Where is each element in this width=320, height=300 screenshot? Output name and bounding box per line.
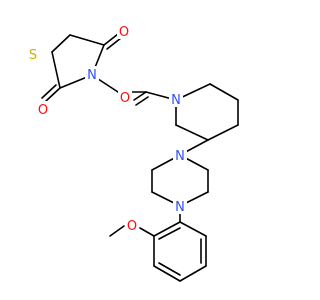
bond-o-me: [109, 225, 125, 237]
bond-ar-4i: [158, 262, 181, 276]
bond-ar-6: [153, 221, 181, 237]
bond-c4-o-a: [103, 33, 119, 46]
bond-pip-4: [207, 124, 239, 141]
bond-s1-c2: [51, 51, 61, 89]
bond-co-o-b: [135, 96, 149, 106]
atom-labels: O S O N O N N N O: [26, 23, 187, 234]
bond-c2-o-b: [41, 84, 57, 99]
bond-co-o-a: [133, 91, 147, 101]
bond-c5-s1: [51, 34, 71, 53]
atom-o4: O: [127, 219, 137, 234]
bond-ar-4: [153, 265, 181, 282]
bond-pip-2: [209, 83, 239, 101]
bond-ar-6i: [158, 227, 181, 240]
atom-n3: N: [175, 149, 185, 164]
bond-c4-o-b: [106, 37, 122, 50]
atom-n2: N: [171, 93, 181, 108]
bond-ar-3: [179, 265, 207, 282]
bond-pip-5: [175, 124, 209, 141]
bond-ar-1: [179, 221, 207, 237]
structure-diagram: O S O N O N N N O: [26, 23, 239, 282]
atom-n1: N: [87, 68, 97, 83]
bond-c2-o-a: [45, 87, 61, 102]
atom-o3: O: [120, 91, 130, 106]
atom-n4: N: [175, 200, 185, 215]
piperidine-ring: [175, 83, 239, 141]
bond-c5-c4: [69, 34, 105, 46]
atom-o2: O: [38, 103, 48, 118]
bond-ar-ome: [139, 227, 155, 237]
atom-o1: O: [119, 25, 129, 40]
acetyl-linker: [91, 74, 177, 106]
thiazolidinedione-ring: [41, 33, 122, 102]
molecule-canvas: O S O N O N N N O: [26, 23, 239, 282]
atom-s1: S: [29, 48, 37, 63]
methoxyphenyl-ring: [109, 205, 207, 282]
